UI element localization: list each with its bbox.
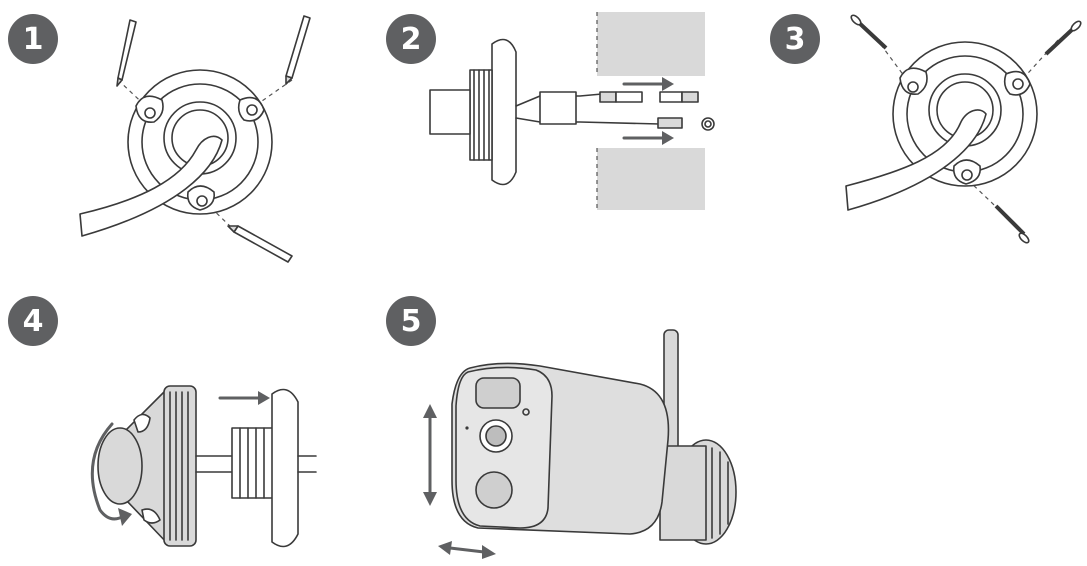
step-5-badge: 5 [386,296,436,346]
step-3-illustration [845,14,1082,244]
step-1-illustration [79,15,311,263]
step-5-illustration [423,329,737,559]
pencil-icon [116,19,137,87]
pencil-icon [285,15,311,85]
mount-side-view [271,388,299,548]
screw-icon [994,204,1030,244]
step-4-illustration [90,385,317,548]
wall-lower [597,148,705,210]
cable [79,135,223,237]
wall-upper [597,12,705,76]
step-2-illustration [429,12,715,210]
step-4-badge: 4 [8,296,58,346]
screw-icon [1044,20,1082,56]
screw-icon [850,14,888,50]
step-1-badge: 1 [8,14,58,64]
step-3-badge: 3 [770,14,820,64]
cable [845,109,987,211]
step-2-badge: 2 [386,14,436,64]
pencil-icon [227,225,293,263]
mount-side-view [491,38,517,186]
